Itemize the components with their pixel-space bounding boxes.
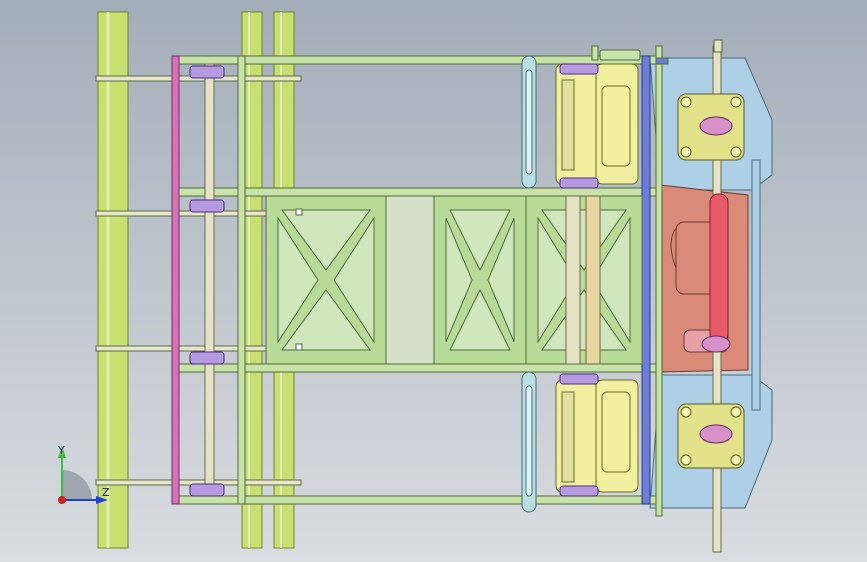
right-shaft xyxy=(709,45,729,553)
main-frame xyxy=(171,45,663,517)
yellow-modules xyxy=(555,63,639,493)
tube-left-wide xyxy=(97,11,129,549)
y-axis-label: Y xyxy=(57,444,65,457)
truss-panels xyxy=(265,195,643,365)
x-axis-dot xyxy=(58,496,66,504)
inner-post-3 xyxy=(641,55,651,505)
right-clamps xyxy=(677,93,745,469)
coordinate-triad: Y Z xyxy=(57,444,110,504)
z-axis-label: Z xyxy=(102,486,110,499)
inner-post-4 xyxy=(655,45,663,517)
vertical-tubes xyxy=(97,11,295,549)
clamps xyxy=(189,63,599,497)
side-slots xyxy=(521,55,537,513)
triad-quadrant xyxy=(62,470,92,500)
left-post-magenta xyxy=(171,55,180,505)
top-brackets xyxy=(591,39,723,65)
inner-post-2 xyxy=(237,55,246,505)
inner-post-1 xyxy=(204,63,215,497)
